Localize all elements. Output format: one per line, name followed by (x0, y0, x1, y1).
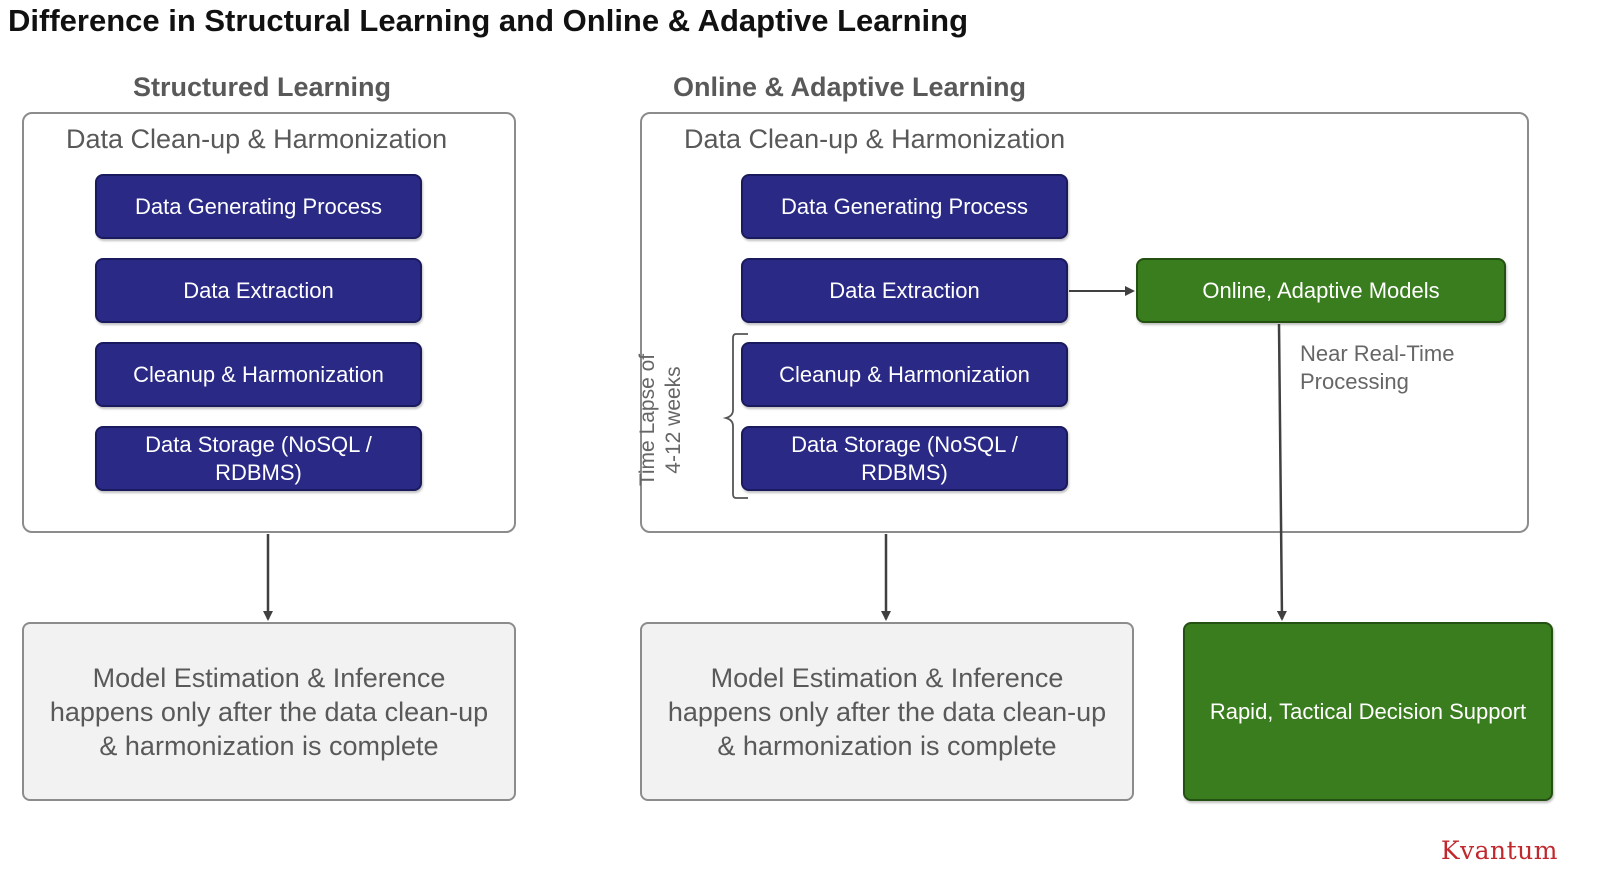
structured-step-data-storage: Data Storage (NoSQL / RDBMS) (95, 426, 422, 491)
models-to-decision-arrow (1276, 323, 1287, 621)
structured-group-title: Data Clean-up & Harmonization (66, 124, 448, 154)
online-step-cleanup-harmonization: Cleanup & Harmonization (741, 342, 1068, 407)
page-title: Difference in Structural Learning and On… (8, 3, 969, 38)
online-step-data-storage: Data Storage (NoSQL / RDBMS) (741, 426, 1068, 491)
online-step-data-extraction: Data Extraction (741, 258, 1068, 323)
decision-support-box: Rapid, Tactical Decision Support (1183, 622, 1553, 801)
near-real-time-note: Near Real-Time Processing (1300, 341, 1455, 394)
kvantum-logo: Kvantum (1440, 836, 1558, 865)
structured-model-estimation-box: Model Estimation & Inference happens onl… (22, 622, 516, 801)
structured-step-data-generating-process: Data Generating Process (95, 174, 422, 239)
online-group-title: Data Clean-up & Harmonization (684, 124, 1066, 154)
structured-step-data-extraction: Data Extraction (95, 258, 422, 323)
online-adaptive-models-box: Online, Adaptive Models (1136, 258, 1506, 323)
structured-learning-heading: Structured Learning (133, 72, 392, 102)
time-lapse-bracket (722, 333, 748, 499)
online-learning-heading: Online & Adaptive Learning (673, 72, 1027, 102)
structured-step-cleanup-harmonization: Cleanup & Harmonization (95, 342, 422, 407)
online-step-data-generating-process: Data Generating Process (741, 174, 1068, 239)
online-model-estimation-box: Model Estimation & Inference happens onl… (640, 622, 1134, 801)
